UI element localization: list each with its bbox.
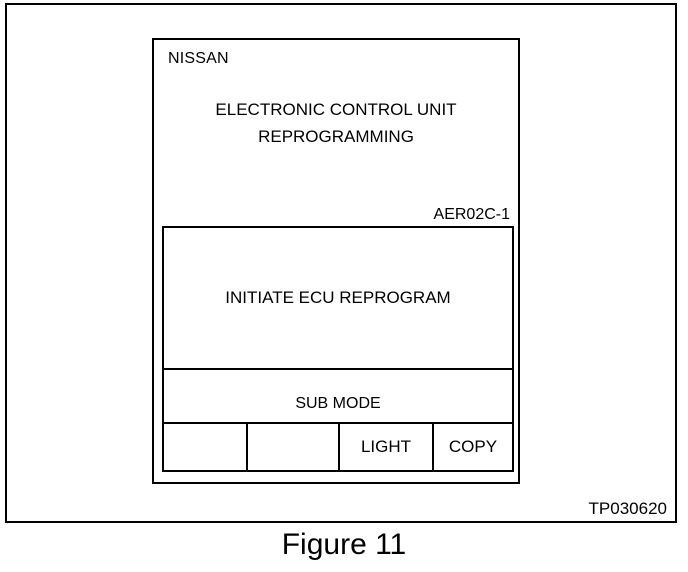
figure-frame: NISSAN ELECTRONIC CONTROL UNIT REPROGRAM… bbox=[5, 3, 677, 523]
screen-code: AER02C-1 bbox=[433, 206, 510, 223]
sub-mode-button[interactable]: SUB MODE bbox=[164, 370, 512, 424]
softkey-bar: LIGHT COPY bbox=[164, 424, 512, 470]
brand-label: NISSAN bbox=[168, 50, 229, 67]
figure-id: TP030620 bbox=[588, 499, 667, 518]
initiate-ecu-reprogram-button[interactable]: INITIATE ECU REPROGRAM bbox=[164, 228, 512, 370]
screen-title-line-2: REPROGRAMMING bbox=[258, 127, 414, 146]
softkey-1[interactable] bbox=[164, 424, 248, 470]
screen-title: ELECTRONIC CONTROL UNIT REPROGRAMMING bbox=[154, 96, 518, 150]
copy-button[interactable]: COPY bbox=[434, 424, 512, 470]
light-button[interactable]: LIGHT bbox=[340, 424, 434, 470]
consult-device-display: NISSAN ELECTRONIC CONTROL UNIT REPROGRAM… bbox=[152, 38, 520, 484]
screen-title-line-1: ELECTRONIC CONTROL UNIT bbox=[215, 100, 457, 119]
sub-mode-label: SUB MODE bbox=[295, 395, 381, 412]
light-button-label: LIGHT bbox=[360, 437, 412, 456]
touch-screen: INITIATE ECU REPROGRAM SUB MODE LIGHT CO… bbox=[162, 226, 514, 472]
softkey-2[interactable] bbox=[248, 424, 340, 470]
figure-caption: Figure 11 bbox=[281, 528, 407, 561]
copy-button-label: COPY bbox=[448, 437, 498, 456]
initiate-ecu-reprogram-label: INITIATE ECU REPROGRAM bbox=[225, 288, 451, 307]
